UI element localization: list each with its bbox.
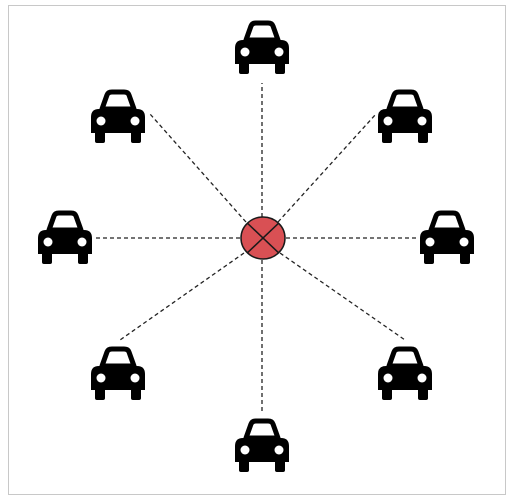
connection-line-north-west [149,113,247,223]
connection-line-south-west [119,252,245,341]
car-icon [38,213,92,264]
x-mark-circle-icon [246,222,280,254]
car-icon [378,349,432,400]
connection-lines [96,83,419,412]
car-icon [91,349,145,400]
car-icon [235,23,289,74]
connection-line-south-east [279,252,406,341]
car-icon [91,92,145,143]
car-icon [378,92,432,143]
center-node [240,216,286,260]
connection-line-north-east [277,113,377,223]
car-icon [420,213,474,264]
car-icon [235,421,289,472]
